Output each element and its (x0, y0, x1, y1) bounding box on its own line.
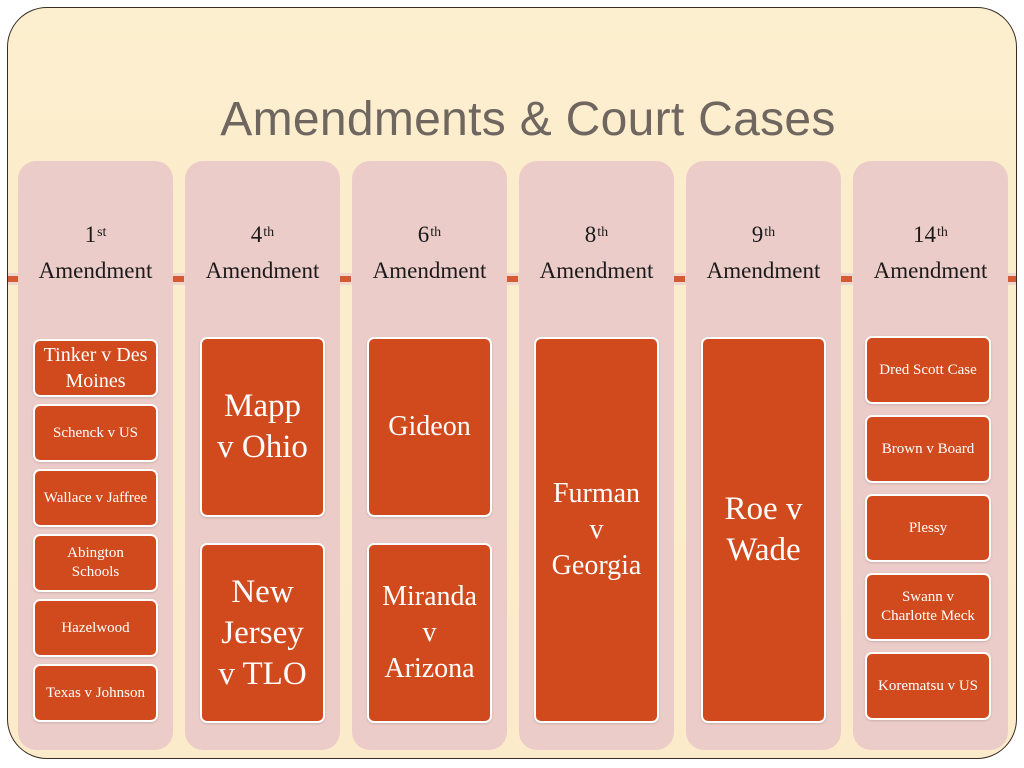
amendment-number: 1 (84, 222, 97, 247)
ordinal-suffix: th (263, 225, 275, 240)
amendment-number: 4 (250, 222, 263, 247)
ordinal-suffix: th (764, 225, 776, 240)
column-4th-amendment: 4th Amendment Mapp v Ohio New Jersey v T… (185, 161, 340, 750)
column-heading: 1st Amendment (18, 217, 173, 289)
case-plessy: Plessy (865, 494, 991, 562)
case-furman-v-georgia: Furman v Georgia (534, 337, 659, 723)
case-miranda-v-arizona: Miranda v Arizona (367, 543, 492, 723)
amendment-number: 6 (417, 222, 430, 247)
ordinal-suffix: th (937, 225, 948, 240)
case-new-jersey-v-tlo: New Jersey v TLO (200, 543, 325, 723)
case-korematsu-v-us: Korematsu v US (865, 652, 991, 720)
case-roe-v-wade: Roe v Wade (701, 337, 826, 723)
ordinal-suffix: th (597, 225, 609, 240)
column-heading: 14th Amendment (853, 217, 1008, 289)
case-swann-v-charlotte-meck: Swann v Charlotte Meck (865, 573, 991, 641)
amendment-number: 9 (751, 222, 764, 247)
case-mapp-v-ohio: Mapp v Ohio (200, 337, 325, 517)
amendment-label: Amendment (38, 258, 153, 283)
amendment-number: 8 (584, 222, 597, 247)
ordinal-suffix: th (430, 225, 442, 240)
amendment-label: Amendment (873, 258, 988, 283)
column-6th-amendment: 6th Amendment Gideon Miranda v Arizona (352, 161, 507, 750)
amendment-label: Amendment (706, 258, 821, 283)
ordinal-suffix: st (97, 225, 107, 240)
column-heading: 9th Amendment (686, 217, 841, 289)
case-wallace-v-jaffree: Wallace v Jaffree (33, 469, 158, 527)
case-tinker-v-des-moines: Tinker v Des Moines (33, 339, 158, 397)
case-gideon: Gideon (367, 337, 492, 517)
column-heading: 8th Amendment (519, 217, 674, 289)
column-14th-amendment: 14th Amendment Dred Scott Case Brown v B… (853, 161, 1008, 750)
amendment-label: Amendment (205, 258, 320, 283)
column-8th-amendment: 8th Amendment Furman v Georgia (519, 161, 674, 750)
column-9th-amendment: 9th Amendment Roe v Wade (686, 161, 841, 750)
slide: Amendments & Court Cases 1st Amendment T… (7, 7, 1017, 759)
case-schenck-v-us: Schenck v US (33, 404, 158, 462)
amendment-label: Amendment (539, 258, 654, 283)
column-1st-amendment: 1st Amendment Tinker v Des Moines Schenc… (18, 161, 173, 750)
case-abington-schools: Abington Schools (33, 534, 158, 592)
case-hazelwood: Hazelwood (33, 599, 158, 657)
case-dred-scott: Dred Scott Case (865, 336, 991, 404)
amendment-number: 14 (913, 222, 937, 247)
amendment-label: Amendment (372, 258, 487, 283)
case-brown-v-board: Brown v Board (865, 415, 991, 483)
column-heading: 6th Amendment (352, 217, 507, 289)
column-heading: 4th Amendment (185, 217, 340, 289)
case-texas-v-johnson: Texas v Johnson (33, 664, 158, 722)
slide-title: Amendments & Court Cases (220, 93, 836, 146)
